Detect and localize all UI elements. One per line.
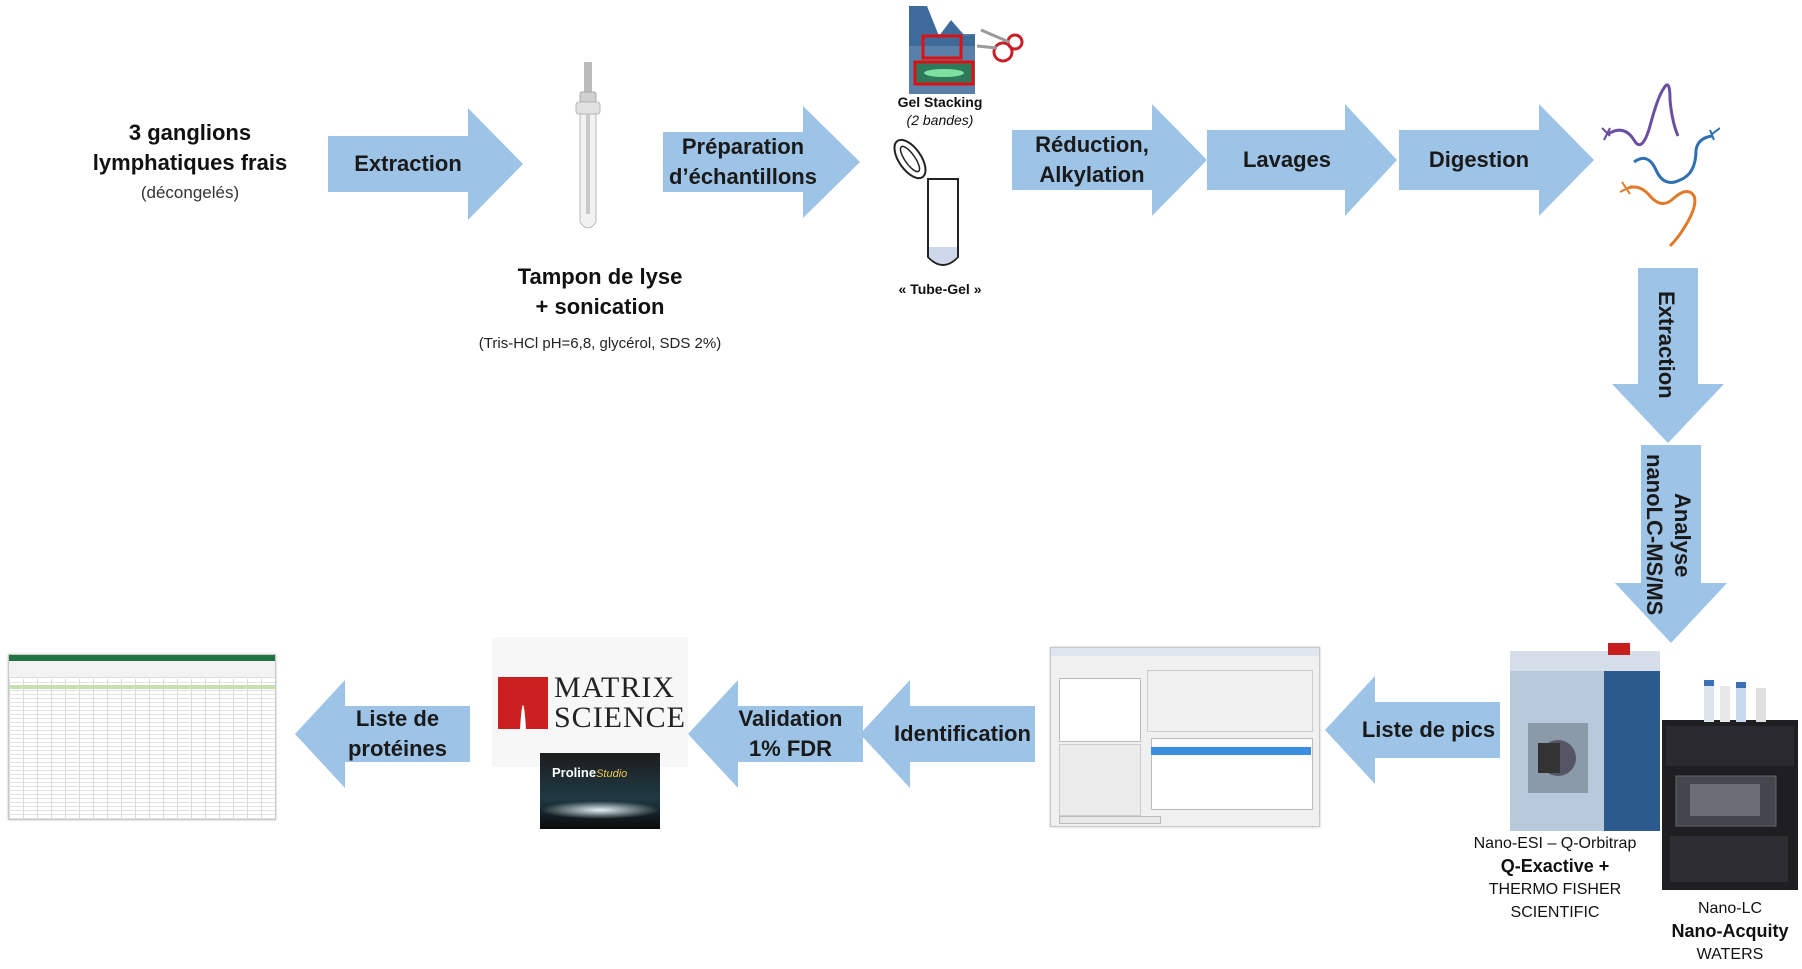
peptides-image bbox=[1600, 78, 1721, 253]
arrow-liste-pics: Liste de pics bbox=[1325, 676, 1500, 784]
start-line-2: lymphatiques frais bbox=[92, 150, 288, 175]
arrow-liste-proteines: Liste de protéines bbox=[295, 680, 470, 788]
arrow-lavages: Lavages bbox=[1207, 104, 1397, 216]
lc-line-2: Nano-Acquity bbox=[1671, 921, 1789, 941]
arrow-identification: Identification bbox=[860, 680, 1035, 788]
lysis-line-1: Tampon de lyse bbox=[517, 264, 683, 289]
arrow-liste-pics-label: Liste de pics bbox=[1361, 717, 1496, 742]
proline-studio-logo: ProlineStudio bbox=[540, 753, 660, 829]
gel-caption: Gel Stacking (2 bandes) bbox=[880, 93, 1000, 129]
extraction-vertical-label: Extraction bbox=[1654, 291, 1679, 399]
reduction-line-2: Alkylation bbox=[1039, 162, 1145, 187]
lysis-tube-image bbox=[568, 62, 608, 237]
lc-line-3: WATERS bbox=[1696, 946, 1764, 963]
arrow-validation-label: Validation 1% FDR bbox=[718, 680, 863, 788]
nano-lc-image bbox=[1660, 680, 1798, 890]
validation-line-2: 1% FDR bbox=[748, 736, 833, 761]
start-sample-label: 3 ganglions lymphatiques frais (décongel… bbox=[70, 118, 310, 208]
arrow-liste-proteines-label: Liste de protéines bbox=[325, 680, 470, 788]
gel-stacking-image bbox=[905, 6, 1025, 96]
lysis-caption: Tampon de lyse + sonication bbox=[450, 262, 750, 322]
gel-subtitle: (2 bandes) bbox=[906, 112, 974, 128]
arrow-extraction-vertical bbox=[1612, 268, 1724, 443]
lysis-line-2: + sonication bbox=[535, 294, 665, 319]
tube-gel-image bbox=[888, 135, 960, 275]
arrow-identification-label: Identification bbox=[894, 721, 1031, 746]
validation-line-1: Validation bbox=[738, 706, 843, 731]
lysis-detail: (Tris-HCl pH=6,8, glycérol, SDS 2%) bbox=[478, 335, 722, 352]
lc-caption: Nano-LC Nano-Acquity WATERS bbox=[1660, 897, 1800, 966]
start-line-3: (décongelés) bbox=[140, 183, 240, 202]
start-line-1: 3 ganglions bbox=[128, 120, 252, 145]
ms-line-2: Q-Exactive + bbox=[1500, 856, 1610, 876]
matrix-text-1: MATRIX bbox=[554, 671, 676, 704]
ms-caption: Nano-ESI – Q-Orbitrap Q-Exactive + THERM… bbox=[1460, 832, 1650, 924]
analyse-vertical-label: Analyse nanoLC-MS/MS bbox=[1640, 450, 1696, 620]
analyse-line-2: nanoLC-MS/MS bbox=[1642, 454, 1667, 616]
ms-line-3: THERMO FISHER bbox=[1488, 881, 1622, 898]
mass-spectrometer-image bbox=[1508, 643, 1663, 833]
reduction-line-1: Réduction, bbox=[1035, 132, 1149, 157]
liste-prot-line-1: Liste de bbox=[355, 706, 440, 731]
liste-prot-line-2: protéines bbox=[347, 736, 448, 761]
arrow-preparation: Préparation d’échantillons bbox=[663, 106, 860, 218]
tube-gel-label: « Tube-Gel » bbox=[898, 281, 982, 297]
arrow-reduction: Réduction, Alkylation bbox=[1012, 104, 1207, 216]
preparation-line-2: d’échantillons bbox=[669, 164, 817, 189]
gel-title: Gel Stacking bbox=[897, 94, 983, 110]
arrow-preparation-label: Préparation d’échantillons bbox=[663, 106, 823, 218]
arrow-validation: Validation 1% FDR bbox=[688, 680, 863, 788]
preparation-line-1: Préparation bbox=[681, 134, 805, 159]
protein-list-spreadsheet bbox=[8, 654, 276, 820]
ms-line-1: Nano-ESI – Q-Orbitrap bbox=[1473, 835, 1637, 852]
arrow-analyse-vertical bbox=[1615, 445, 1727, 643]
arrow-digestion-label: Digestion bbox=[1428, 147, 1530, 172]
proline-text: Proline bbox=[552, 765, 597, 780]
arrow-lavages-label: Lavages bbox=[1242, 147, 1332, 172]
analyse-line-1: Analyse bbox=[1670, 492, 1695, 578]
matrix-text-2: SCIENCE bbox=[554, 701, 687, 734]
studio-text: Studio bbox=[596, 768, 628, 780]
lc-line-1: Nano-LC bbox=[1697, 900, 1763, 917]
ms-line-4: SCIENTIFIC bbox=[1510, 904, 1600, 921]
matrix-science-logo: MATRIX SCIENCE bbox=[492, 637, 688, 767]
arrow-digestion: Digestion bbox=[1399, 104, 1594, 216]
peak-list-software-screenshot bbox=[1050, 647, 1320, 827]
arrow-extraction-label: Extraction bbox=[354, 151, 462, 176]
arrow-reduction-label: Réduction, Alkylation bbox=[1012, 104, 1172, 216]
arrow-extraction: Extraction bbox=[328, 108, 523, 220]
